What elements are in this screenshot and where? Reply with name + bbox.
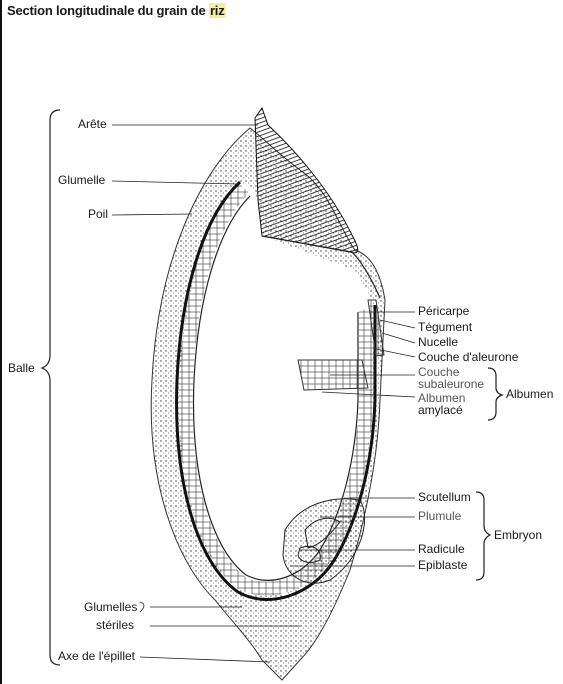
label-nucelle: Nucelle [418,335,459,349]
label-glumelles-1: Glumelles [84,600,138,614]
label-plumule: Plumule [418,509,462,523]
label-axe: Axe de l'épillet [58,649,136,663]
albumen-brace [487,367,504,421]
label-albumen-amylace-2: amylacé [418,403,463,417]
label-aleurone: Couche d'aleurone [418,350,519,364]
label-subaleurone-2: subaleurone [418,377,485,391]
label-scutellum: Scutellum [418,490,471,504]
label-tegument: Tégument [418,320,473,334]
title-text: Section longitudinale du grain de [7,3,209,18]
leader-lines [111,124,416,663]
label-albumen: Albumen [506,387,554,401]
plumule-shape [304,517,341,549]
label-subaleurone-1: Couche [418,365,460,379]
label-epiblaste: Epiblaste [418,558,468,572]
label-albumen-amylace-1: Albumen [418,391,466,405]
label-arete: Arête [78,117,107,131]
left-frame-border [0,0,2,684]
embryo-body [282,498,366,584]
radicule-shape [297,546,321,563]
embryon-brace [475,491,492,581]
title-highlight: riz [208,3,226,18]
glumelle-edge [261,235,381,299]
glumelle-tip [254,106,359,254]
label-glumelles-2: stériles [96,618,135,632]
label-poil: Poil [88,207,109,221]
label-radicule: Radicule [418,542,465,556]
diagram-title: Section longitudinale du grain de riz [7,3,226,18]
balle-brace [40,109,61,666]
label-pericarpe: Péricarpe [418,304,470,318]
tissue-strip [367,299,385,357]
glumelles-brace [139,601,145,613]
label-glumelle: Glumelle [58,173,106,187]
grain-body [179,182,372,596]
label-embryon: Embryon [494,528,543,542]
label-balle: Balle [8,361,35,375]
